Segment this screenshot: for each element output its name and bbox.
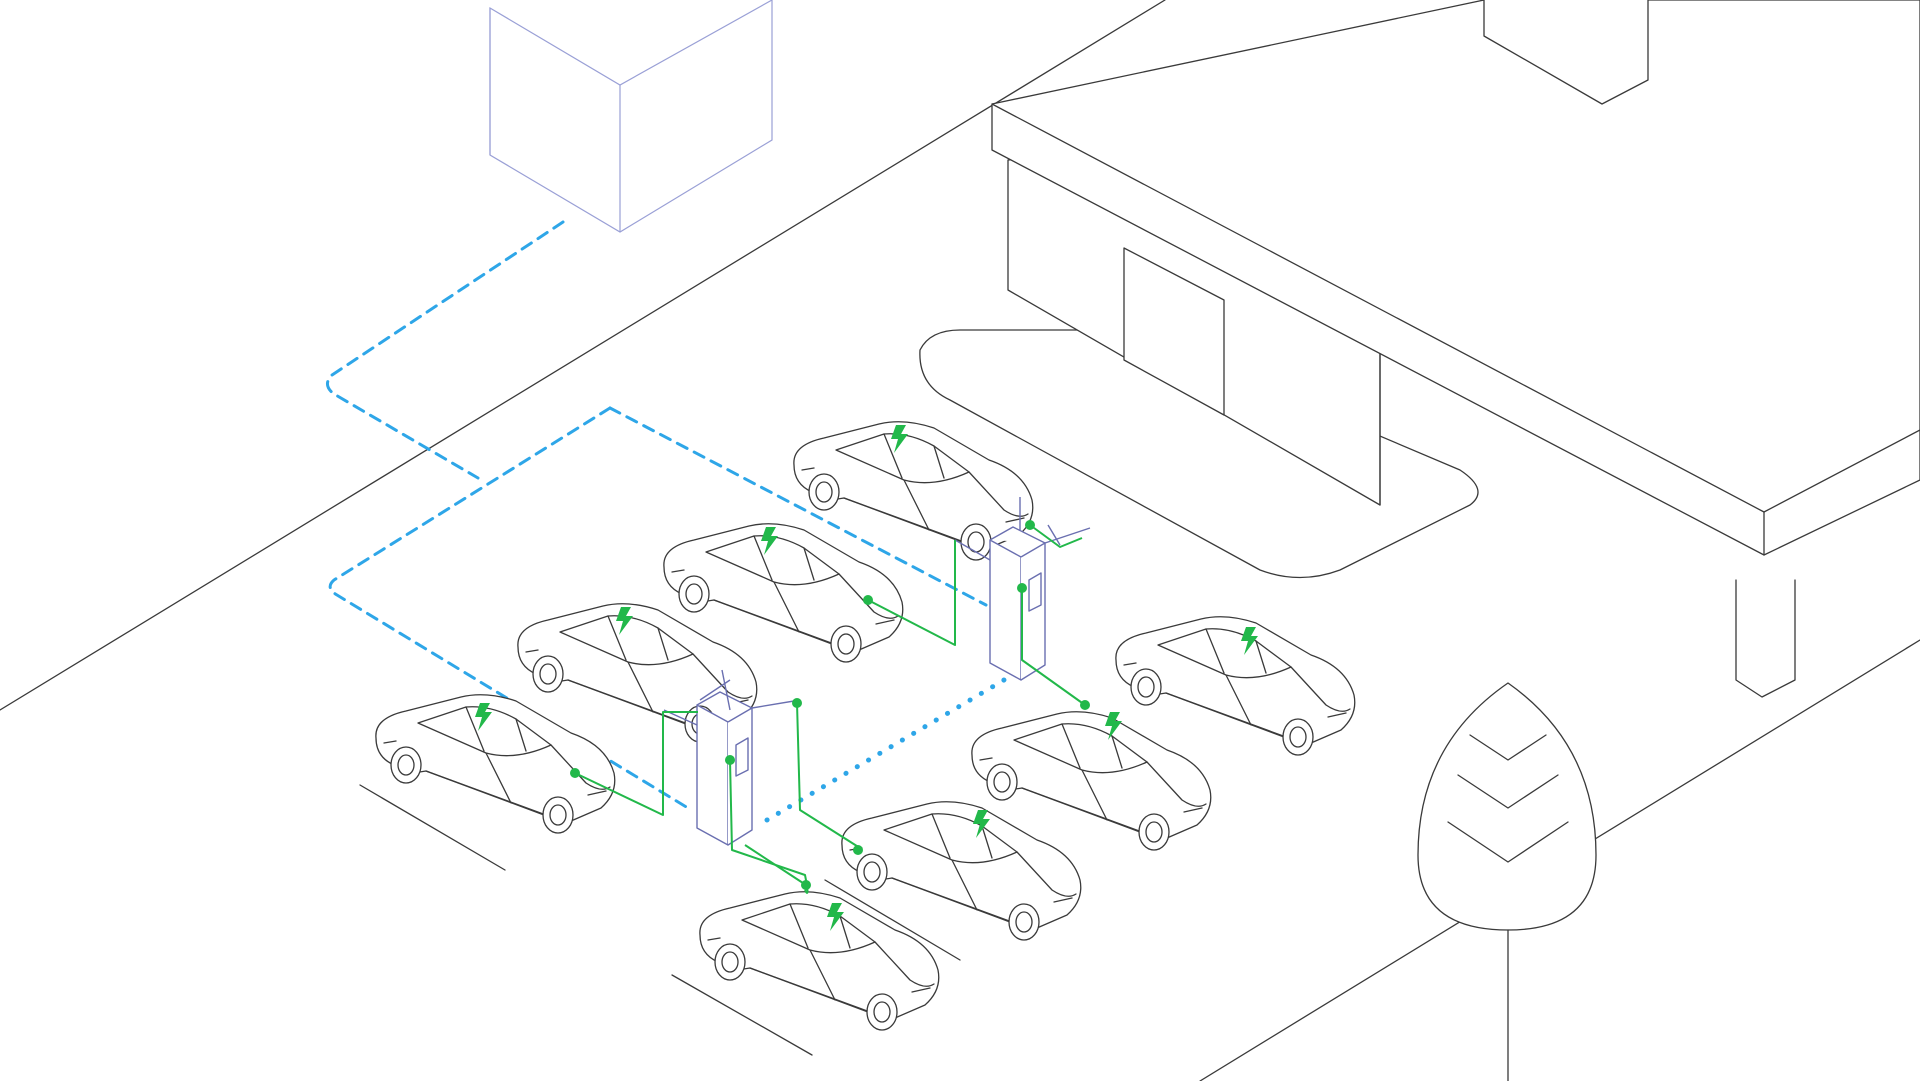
cable-connectors — [570, 520, 1090, 890]
power-cables — [574, 524, 1086, 894]
charger-station-1 — [663, 669, 801, 846]
car-row-front — [699, 616, 1356, 1031]
charger-station-2 — [954, 497, 1091, 681]
network-links — [326, 220, 1007, 823]
cloud-server-cube — [489, 0, 773, 233]
building — [919, 0, 1920, 698]
tree — [1417, 682, 1597, 1081]
